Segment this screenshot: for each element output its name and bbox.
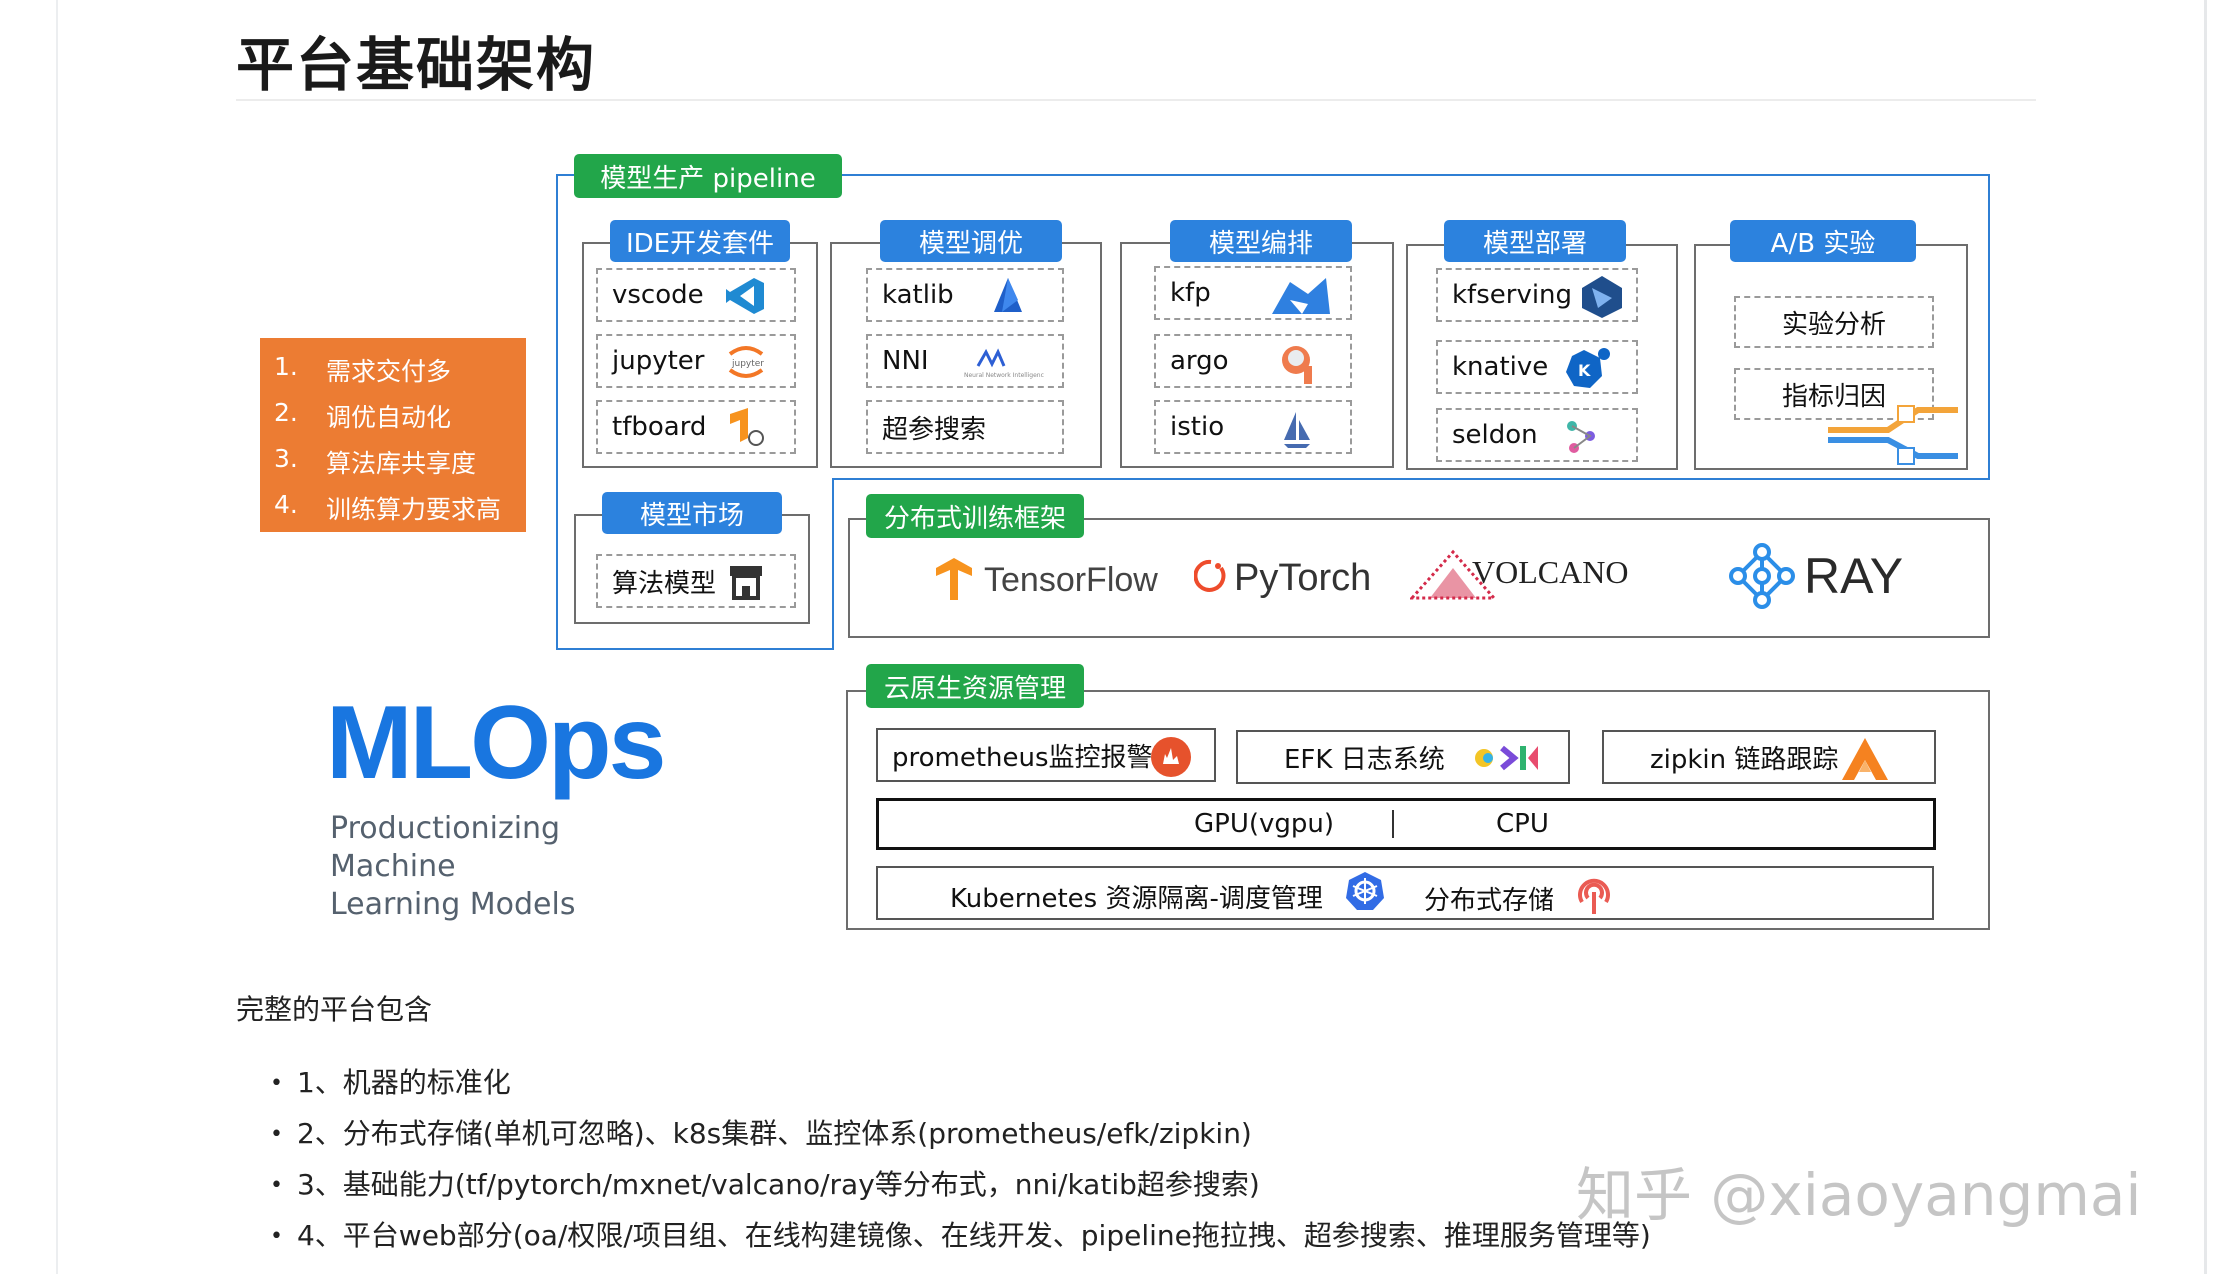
- pipeline-frame: [556, 174, 1990, 480]
- efk-icon: [1475, 745, 1538, 771]
- platform-list: 1、机器的标准化 2、分布式存储(单机可忽略)、k8s集群、监控体系(prome…: [270, 1058, 1651, 1262]
- monitor-zipkin: zipkin 链路跟踪: [1602, 730, 1936, 784]
- framework-volcano: VOLCANO: [1410, 544, 1628, 600]
- mlops-logo: MLOps: [326, 685, 666, 801]
- deploy-label: 模型部署: [1444, 220, 1626, 262]
- list-item: 3、基础能力(tf/pytorch/mxnet/valcano/ray等分布式，…: [270, 1160, 1651, 1211]
- infra-kubernetes: Kubernetes 资源隔离-调度管理: [950, 884, 1323, 914]
- compute-bar: [876, 798, 1936, 850]
- orchestration-label: 模型编排: [1170, 220, 1352, 262]
- pytorch-icon: [1194, 559, 1226, 592]
- store-icon: [730, 566, 762, 600]
- tuning-katlib: katlib: [866, 268, 1064, 322]
- distributed-section: [848, 518, 1990, 638]
- tensorboard-icon: [730, 408, 764, 446]
- kfserving-icon: [1582, 276, 1622, 318]
- svg-text:Neural Network Intelligence: Neural Network Intelligence: [964, 372, 1044, 379]
- nni-icon: Neural Network Intelligence: [964, 348, 1044, 379]
- katib-icon: [994, 278, 1022, 312]
- page-scrollbar[interactable]: [2204, 0, 2207, 1274]
- list-item: 1、机器的标准化: [270, 1058, 1651, 1109]
- ide-label: IDE开发套件: [610, 220, 790, 262]
- svg-text:jupyter: jupyter: [731, 359, 764, 369]
- mlops-subtitle: Productionizing Machine Learning Models: [330, 811, 576, 922]
- prometheus-icon: [1151, 737, 1191, 777]
- monitor-prometheus: prometheus监控报警: [876, 728, 1216, 782]
- orchestration-kfp: kfp: [1154, 266, 1352, 320]
- knative-icon: K: [1566, 348, 1610, 388]
- pipeline-frame-step: [832, 478, 1990, 480]
- tuning-label: 模型调优: [880, 220, 1062, 262]
- market-algorithm-model: 算法模型: [596, 554, 796, 608]
- ray-icon: [1729, 543, 1795, 609]
- platform-intro: 完整的平台包含: [236, 993, 433, 1026]
- infra-storage: 分布式存储: [1424, 886, 1555, 916]
- kubernetes-icon: [1346, 872, 1384, 910]
- framework-ray: RAY: [1724, 540, 1903, 612]
- volcano-icon: [1410, 549, 1496, 600]
- list-item: 4、平台web部分(oa/权限/项目组、在线构建镜像、在线开发、pipeline…: [270, 1211, 1651, 1262]
- jupyter-icon: jupyter: [728, 346, 764, 378]
- requirement-item: 1.需求交付多: [274, 352, 452, 386]
- cloud-native-label: 云原生资源管理: [866, 664, 1084, 708]
- framework-tensorflow: TensorFlow: [932, 556, 1158, 604]
- istio-icon: [1284, 412, 1310, 448]
- list-item: 2、分布式存储(单机可忽略)、k8s集群、监控体系(prometheus/efk…: [270, 1109, 1651, 1160]
- argo-icon: [1282, 346, 1312, 384]
- kfp-icon: [1272, 278, 1330, 314]
- seldon-icon: [1567, 421, 1595, 453]
- page-left-border: [56, 0, 58, 1274]
- ide-jupyter: jupyter jupyter: [596, 334, 796, 388]
- tuning-nni: NNI Neural Network Intelligence: [866, 334, 1064, 388]
- pipeline-label: 模型生产 pipeline: [574, 154, 842, 198]
- tensorflow-icon: [936, 558, 972, 600]
- distributed-label: 分布式训练框架: [866, 494, 1084, 538]
- compute-cpu: CPU: [1496, 809, 1549, 839]
- framework-pytorch: PyTorch: [1194, 554, 1371, 602]
- compute-gpu: GPU(vgpu): [1194, 809, 1335, 839]
- orchestration-argo: argo: [1154, 334, 1352, 388]
- deploy-knative: knative K: [1436, 340, 1638, 394]
- zipkin-icon: [1842, 738, 1888, 780]
- ide-vscode: vscode: [596, 268, 796, 322]
- storage-icon: [1578, 878, 1610, 914]
- ide-tfboard: tfboard: [596, 400, 796, 454]
- ab-test-icon: [1828, 405, 1958, 465]
- pipeline-frame-lower: [556, 478, 834, 650]
- deploy-seldon: seldon: [1436, 408, 1638, 462]
- vscode-icon: [726, 278, 764, 314]
- compute-separator: [1392, 810, 1394, 838]
- requirement-item: 2.调优自动化: [274, 398, 452, 432]
- tuning-hparam-search: 超参搜索: [866, 400, 1064, 454]
- svg-text:K: K: [1578, 361, 1591, 380]
- requirement-item: 3.算法库共享度: [274, 444, 477, 478]
- ab-experiment-analysis: 实验分析: [1734, 296, 1934, 348]
- ab-label: A/B 实验: [1730, 220, 1916, 262]
- title-divider: [236, 99, 2036, 101]
- watermark: 知乎 @xiaoyangmai: [1576, 1161, 2142, 1229]
- page-title: 平台基础架构: [236, 31, 597, 99]
- monitor-efk: EFK 日志系统: [1236, 730, 1570, 784]
- infra-bar: [876, 866, 1934, 920]
- orchestration-istio: istio: [1154, 400, 1352, 454]
- market-label: 模型市场: [602, 492, 782, 534]
- requirements-box: 1.需求交付多 2.调优自动化 3.算法库共享度 4.训练算力要求高: [260, 338, 526, 532]
- deploy-kfserving: kfserving: [1436, 268, 1638, 322]
- requirement-item: 4.训练算力要求高: [274, 490, 502, 524]
